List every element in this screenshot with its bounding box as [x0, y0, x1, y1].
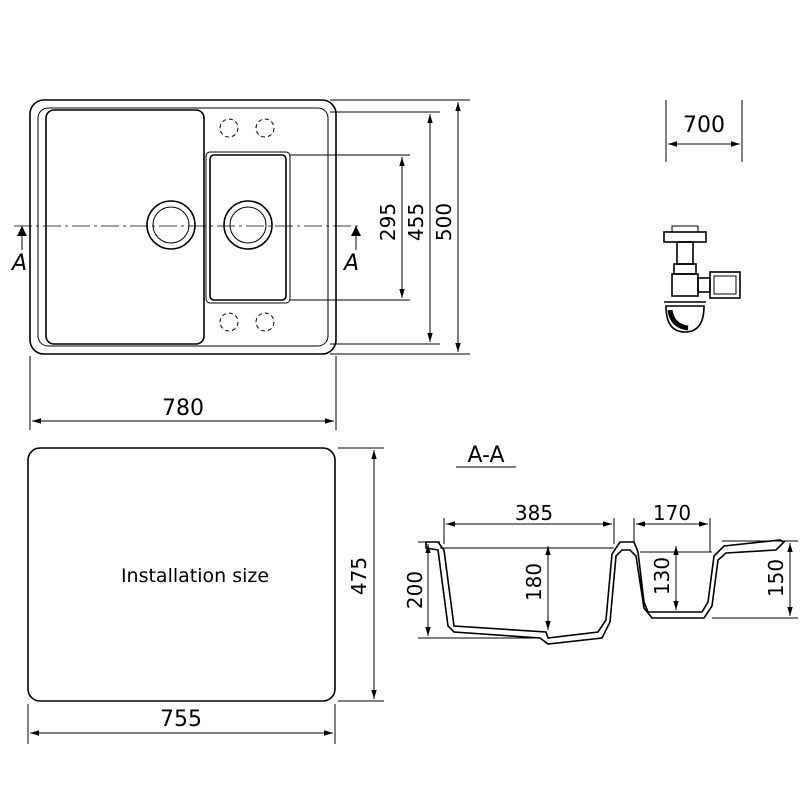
- installation-label: Installation size: [121, 565, 269, 587]
- tap-hole-bottom-right: [255, 312, 275, 332]
- sink-outline-outer: [29, 99, 337, 355]
- installation-cutout: [27, 447, 336, 702]
- sink-outline-inner: [37, 107, 329, 347]
- tap-hole-top-left: [219, 118, 239, 138]
- big-bowl-depth: 180: [522, 563, 546, 601]
- large-bowl-drain-inner: [152, 206, 190, 244]
- installation-view: Installation size 755 475: [27, 447, 384, 744]
- small-bowl-drain-inner: [229, 206, 267, 244]
- installation-width: 755: [160, 707, 202, 732]
- installation-height: 475: [347, 557, 371, 595]
- depth-dimension: 500: [432, 203, 456, 241]
- section-profile: [425, 539, 786, 645]
- small-bowl-drain-outer: [223, 200, 273, 250]
- overall-height: 200: [403, 571, 427, 609]
- small-bowl: [209, 154, 287, 301]
- cabinet-size-block: 700: [665, 100, 743, 162]
- small-bowl-depth: 130: [650, 557, 674, 595]
- tap-hole-bottom-left: [219, 312, 239, 332]
- siphon-icon: [663, 225, 741, 333]
- section-marker-left: A: [10, 251, 27, 276]
- section-title: A-A: [467, 443, 504, 468]
- cabinet-size: 700: [683, 113, 725, 138]
- width-dimension: 780: [162, 396, 204, 421]
- sink-top-view: A A 780 295 455 500: [10, 99, 470, 430]
- large-bowl-drain-outer: [146, 200, 196, 250]
- section-marker-right: A: [342, 251, 359, 276]
- small-bowl-rim: [205, 151, 291, 304]
- large-bowl: [45, 109, 205, 345]
- big-bowl-width: 385: [515, 501, 553, 525]
- inner-depth-dimension: 455: [404, 203, 428, 241]
- tap-hole-top-right: [255, 118, 275, 138]
- right-height: 150: [764, 559, 788, 597]
- small-bowl-width: 170: [653, 501, 691, 525]
- small-bowl-inner-dimension: 295: [376, 203, 400, 241]
- section-view: A-A 385 170 200 180 130 150: [403, 443, 798, 645]
